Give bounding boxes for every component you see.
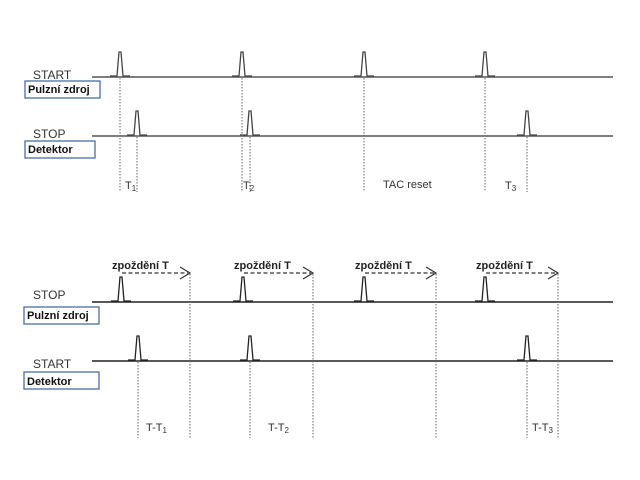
bottom-interval-t2: T-T2 xyxy=(268,422,290,435)
top-interval-t3: T3 xyxy=(505,180,517,193)
bottom-source-box-label: Pulzní zdroj xyxy=(27,310,89,322)
start-pulse xyxy=(110,51,130,77)
top-interval-tac-reset: TAC reset xyxy=(383,179,432,191)
bottom-stop-label: STOP xyxy=(33,288,65,302)
top-start-label: START xyxy=(33,68,72,82)
bottom-source-box xyxy=(23,306,100,325)
bottom-start-label: START xyxy=(33,357,72,371)
top-detector-box xyxy=(24,140,96,159)
top-diagram: START Pulzní zdroj STOP Detektor T1 T2 T… xyxy=(24,51,613,193)
stop-pulse xyxy=(354,276,374,302)
stop-pulse xyxy=(233,276,253,302)
stop-pulse xyxy=(127,110,147,136)
bottom-interval-t3: T-T3 xyxy=(532,422,554,435)
top-source-box-label: Pulzní zdroj xyxy=(28,84,90,96)
delay-arrowhead-icon xyxy=(302,266,315,280)
bottom-detector-box xyxy=(23,371,100,390)
stop-pulse xyxy=(111,276,131,302)
delay-label: zpoždění T xyxy=(355,260,412,272)
bottom-interval-t1: T-T1 xyxy=(146,422,168,435)
delay-label: zpoždění T xyxy=(476,260,533,272)
delay-label: zpoždění T xyxy=(112,260,169,272)
stop-pulse xyxy=(240,110,260,136)
delay-label: zpoždění T xyxy=(234,260,291,272)
start-pulse xyxy=(354,51,374,77)
start-pulse xyxy=(128,335,148,361)
top-source-box xyxy=(24,80,101,99)
bottom-diagram: STOP Pulzní zdroj START Detektor zpožděn… xyxy=(23,260,613,438)
start-pulse xyxy=(475,51,495,77)
top-detector-box-label: Detektor xyxy=(28,144,73,156)
delay-arrowhead-icon xyxy=(179,266,192,280)
top-interval-t1: T1 xyxy=(125,180,137,193)
start-pulse xyxy=(232,51,252,77)
bottom-detector-box-label: Detektor xyxy=(27,376,72,388)
start-pulse xyxy=(517,335,537,361)
start-pulse xyxy=(240,335,260,361)
top-interval-t2: T2 xyxy=(243,180,255,193)
delay-arrowhead-icon xyxy=(425,266,438,280)
delay-arrowhead-icon xyxy=(547,266,560,280)
stop-pulse xyxy=(517,110,537,136)
stop-pulse xyxy=(475,276,495,302)
top-stop-label: STOP xyxy=(33,127,65,141)
